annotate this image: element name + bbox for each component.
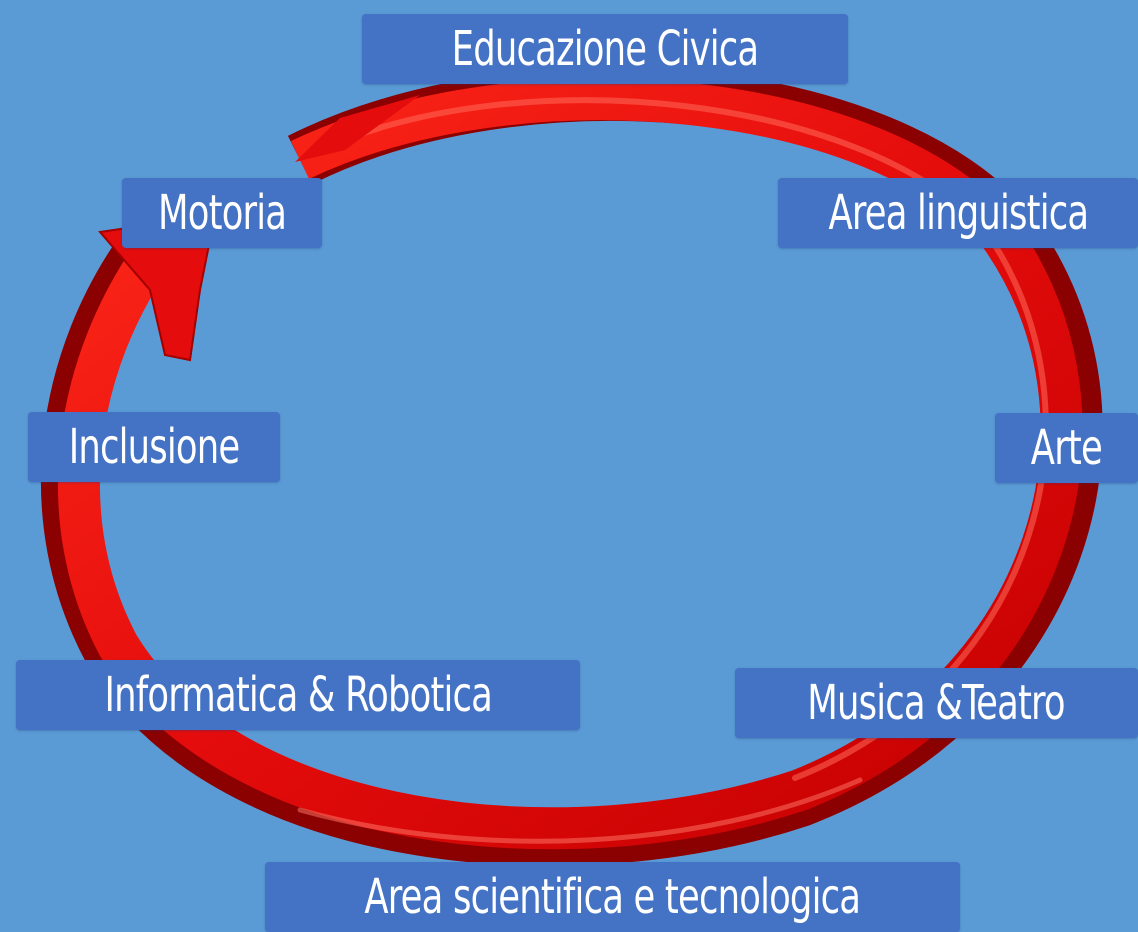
label-motoria-text: Motoria <box>157 185 287 241</box>
label-inclusione-text: Inclusione <box>68 419 240 475</box>
ring-bottom-highlight-arc <box>297 777 863 844</box>
label-musica-teatro[interactable]: Musica &Teatro <box>735 668 1138 738</box>
label-educazione-civica-text: Educazione Civica <box>451 21 759 77</box>
label-area-linguistica-text: Area linguistica <box>828 185 1089 241</box>
label-inclusione[interactable]: Inclusione <box>28 412 280 482</box>
label-area-scientifica[interactable]: Area scientifica e tecnologica <box>265 862 960 932</box>
label-musica-teatro-text: Musica &Teatro <box>807 675 1066 731</box>
label-area-linguistica[interactable]: Area linguistica <box>778 178 1138 248</box>
label-arte[interactable]: Arte <box>995 413 1138 483</box>
label-informatica-robotica[interactable]: Informatica & Robotica <box>16 660 580 730</box>
label-arte-text: Arte <box>1030 420 1103 476</box>
ring-arrow-tail <box>295 95 420 162</box>
label-area-scientifica-text: Area scientifica e tecnologica <box>364 869 862 925</box>
ring-main-arc <box>57 78 1083 850</box>
label-motoria[interactable]: Motoria <box>122 178 322 248</box>
label-informatica-robotica-text: Informatica & Robotica <box>104 667 492 723</box>
label-educazione-civica[interactable]: Educazione Civica <box>362 14 848 84</box>
